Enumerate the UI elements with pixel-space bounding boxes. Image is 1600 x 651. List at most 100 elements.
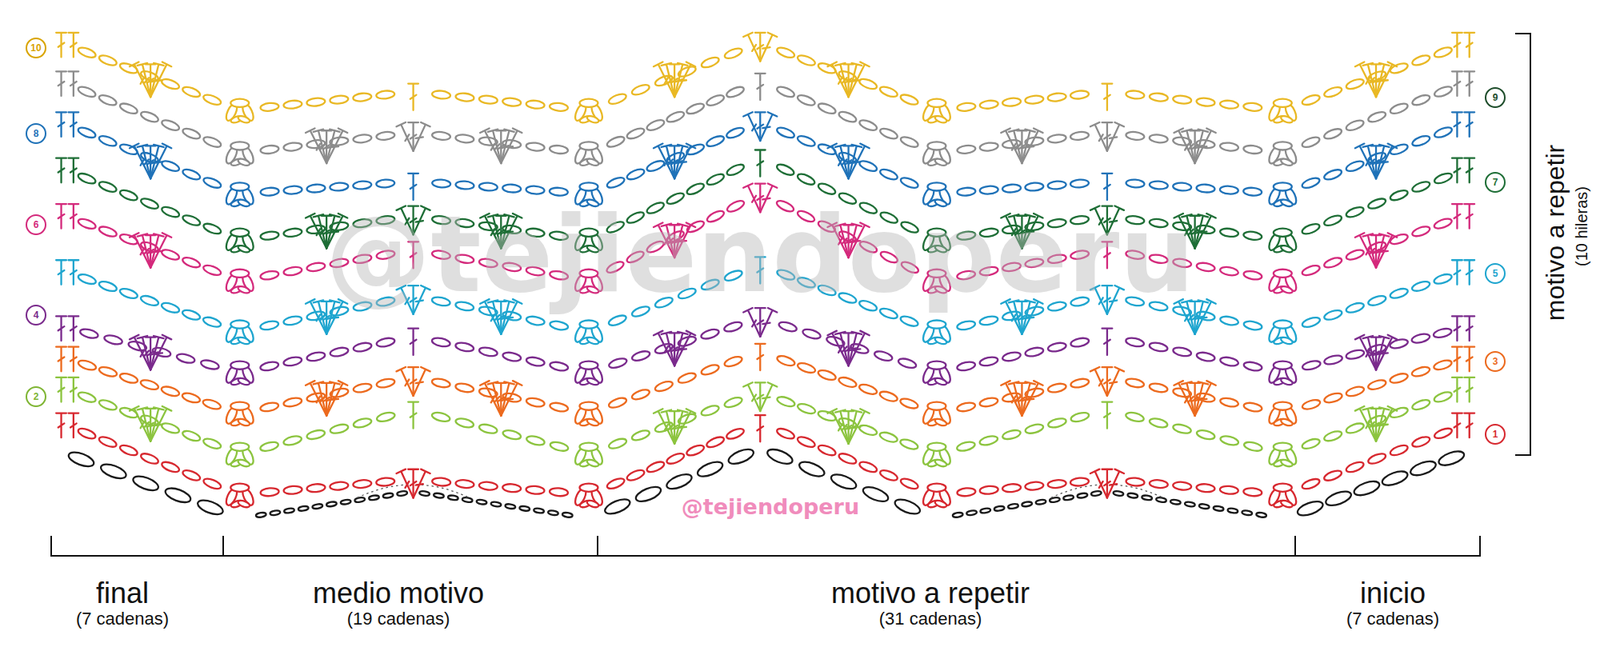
chain-stitch: [653, 380, 674, 394]
chain-stitch: [1047, 133, 1067, 144]
chain-stitch: [1219, 396, 1239, 408]
shell-cluster: [579, 141, 598, 150]
chain-stitch: [899, 396, 920, 411]
chain-stitch: [202, 176, 223, 191]
row-number-circle: 7: [1484, 172, 1506, 193]
chain-stitch: [873, 349, 894, 363]
stitch-symbol: [150, 406, 172, 442]
chain-stitch: [858, 383, 879, 397]
chain-stitch: [181, 428, 202, 443]
chain-stitch: [118, 287, 139, 301]
chain-stitch: [685, 101, 706, 116]
chain-stitch: [1367, 196, 1388, 211]
chain-stitch: [1001, 428, 1022, 441]
stitch-symbol: [56, 112, 67, 137]
chain-stitch: [1001, 351, 1021, 363]
stitch-symbol: [150, 62, 172, 98]
chain-stitch: [283, 100, 303, 110]
chain-stitch: [979, 485, 999, 496]
chain-stitch: [376, 411, 396, 424]
chain-stitch: [140, 109, 160, 124]
chain-stitch: [548, 510, 559, 516]
stitch-symbol: [1464, 204, 1475, 229]
chain-stitch: [306, 97, 326, 108]
shell-cluster: [230, 182, 249, 191]
chain-stitch: [956, 360, 976, 372]
stitch-symbol: [150, 144, 172, 180]
shell-cluster: [586, 114, 600, 124]
stitch-symbol: [1181, 129, 1195, 164]
stitch-symbol: [137, 144, 151, 179]
chain-stitch: [1432, 216, 1453, 231]
chain-stitch: [77, 359, 98, 372]
row-number: 6: [33, 219, 40, 231]
chain-stitch: [776, 395, 796, 409]
stitch-symbol: [313, 214, 327, 248]
chain-stitch: [260, 102, 280, 112]
chain-stitch: [1156, 496, 1167, 503]
chain-stitch: [479, 182, 499, 192]
chain-stitch: [979, 185, 999, 195]
chain-stitch: [1367, 110, 1388, 124]
shell-cluster: [230, 320, 249, 329]
chain-stitch: [201, 398, 222, 412]
row-number-circle: 1: [1484, 424, 1506, 445]
chain-stitch: [160, 384, 180, 398]
repeat-label: motivo a repetir: [1541, 144, 1570, 322]
stitch-symbol: [326, 128, 348, 164]
stitch-symbol: [56, 347, 67, 372]
shell-cluster: [927, 484, 946, 492]
stitch-symbol: [835, 63, 848, 97]
chain-stitch: [1124, 377, 1144, 389]
chain-stitch: [1024, 423, 1045, 436]
stitch-symbol: [661, 332, 675, 366]
chain-stitch: [533, 508, 544, 514]
stitch-symbol: [68, 377, 79, 403]
chain-stitch: [260, 487, 280, 497]
chain-stitch: [202, 92, 223, 107]
chain-stitch: [696, 459, 725, 480]
chain-stitch: [1125, 89, 1145, 100]
stitch-symbol: [755, 112, 766, 141]
chain-stitch: [329, 182, 349, 192]
chain-stitch: [1411, 332, 1432, 345]
stitch-symbol: [743, 112, 760, 141]
chain-stitch: [700, 404, 720, 418]
chain-stitch: [1432, 272, 1453, 286]
chain-stitch: [1220, 141, 1240, 152]
stitch-symbol: [150, 232, 172, 268]
chain-stitch: [796, 93, 816, 108]
shell-cluster: [1273, 361, 1292, 370]
chain-stitch: [79, 328, 100, 340]
chain-stitch: [140, 196, 160, 212]
chain-stitch: [98, 365, 119, 379]
stitch-symbol: [305, 380, 327, 416]
chain-stitch: [725, 162, 746, 178]
chain-stitch: [260, 360, 280, 372]
chain-stitch: [1172, 182, 1192, 192]
stitch-symbol: [408, 402, 419, 429]
chain-stitch: [1300, 437, 1321, 452]
stitch-symbol: [760, 382, 777, 412]
stitch-symbol: [500, 128, 522, 164]
chain-stitch: [352, 341, 372, 353]
stitch-symbol: [760, 112, 777, 141]
stitch-symbol: [1452, 413, 1463, 439]
stitch-symbol: [1376, 335, 1397, 371]
chain-stitch: [775, 162, 796, 177]
chain-stitch: [899, 176, 920, 191]
chain-stitch: [181, 468, 202, 484]
chain-stitch: [352, 416, 373, 429]
chain-stitch: [858, 118, 879, 133]
chain-stitch: [1243, 401, 1263, 413]
chain-stitch: [816, 101, 837, 116]
chain-stitch: [1070, 131, 1090, 141]
chain-stitch: [260, 401, 280, 413]
chain-stitch: [181, 213, 202, 228]
chain-stitch: [525, 185, 545, 195]
chain-stitch: [352, 133, 372, 144]
shell-cluster: [579, 361, 598, 370]
chain-stitch: [382, 492, 393, 499]
shell-cluster: [586, 499, 600, 509]
stitch-symbol: [56, 158, 67, 184]
